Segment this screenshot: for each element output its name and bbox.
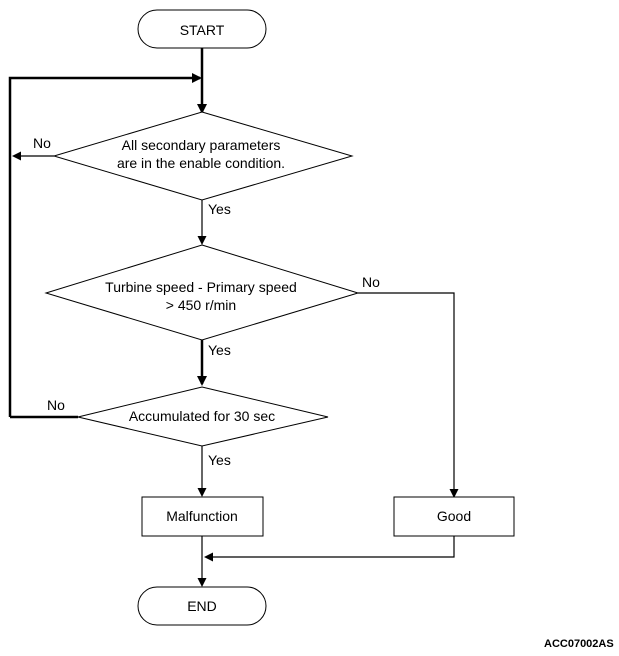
good-label: Good <box>437 508 471 524</box>
malfunction-box: Malfunction <box>141 496 264 537</box>
decision-enable-line-2: are in the enable condition. <box>117 155 285 171</box>
connector-loop-return <box>8 73 202 417</box>
end-label: END <box>187 598 217 614</box>
decision-speed-line-2: > 450 r/min <box>166 297 236 313</box>
end-terminal: END <box>137 586 267 626</box>
decision-accumulated-time: Accumulated for 30 sec <box>77 386 329 447</box>
enable-no-label: No <box>33 135 51 151</box>
malfunction-label: Malfunction <box>166 508 238 524</box>
good-box: Good <box>393 496 515 537</box>
connector-speed-no <box>358 292 459 498</box>
start-label: START <box>180 22 225 38</box>
start-terminal: START <box>137 9 267 49</box>
decision-enable-line-1: All secondary parameters <box>122 137 281 153</box>
speed-no-label: No <box>362 274 380 290</box>
figure-code: ACC07002AS <box>544 638 614 650</box>
decision-accumulated-label: Accumulated for 30 sec <box>129 408 275 424</box>
decision-enable-condition: All secondary parameters are in the enab… <box>52 111 354 201</box>
decision-speed-difference: Turbine speed - Primary speed > 450 r/mi… <box>44 244 360 341</box>
connectors <box>8 48 459 587</box>
accumulated-yes-label: Yes <box>208 452 231 468</box>
speed-yes-label: Yes <box>208 342 231 358</box>
accumulated-no-label: No <box>47 397 65 413</box>
enable-yes-label: Yes <box>208 201 231 217</box>
connector-good-to-end <box>204 536 455 562</box>
decision-speed-line-1: Turbine speed - Primary speed <box>105 279 297 295</box>
